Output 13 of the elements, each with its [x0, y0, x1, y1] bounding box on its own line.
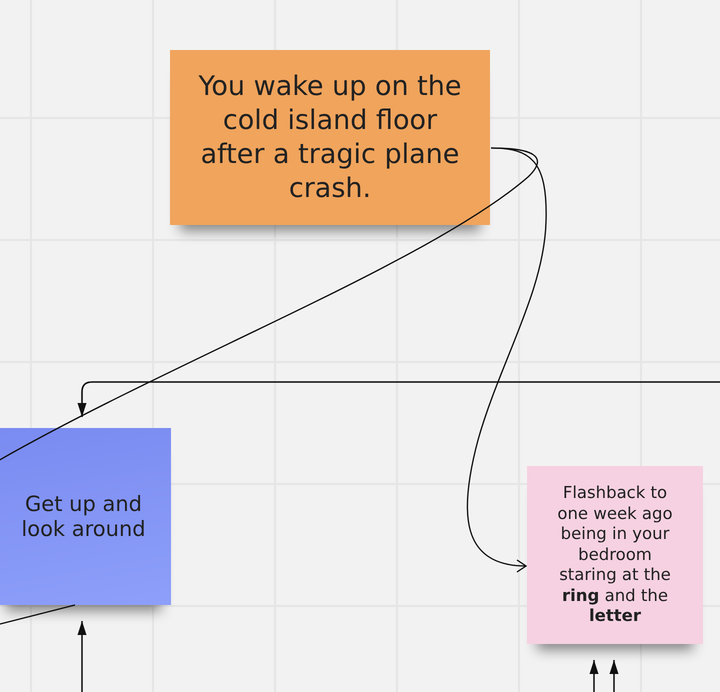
- arrow: [78, 621, 86, 692]
- arrow: [610, 660, 618, 692]
- sticky-note: [170, 50, 490, 225]
- note-text: Get up and look around: [20, 492, 147, 541]
- arrow: [466, 147, 547, 572]
- arrow: [590, 660, 598, 692]
- connector-line: [0, 604, 76, 625]
- note-text: Flashback to one week ago being in your bedroom staring at the ring and the letter: [556, 483, 674, 627]
- sticky-note: [0, 428, 171, 605]
- arrow: [78, 381, 720, 417]
- connector-line: [0, 147, 538, 463]
- note-text: You wake up on the cold island floor after a tragic plane crash.: [198, 70, 462, 206]
- sticky-note: [527, 466, 703, 644]
